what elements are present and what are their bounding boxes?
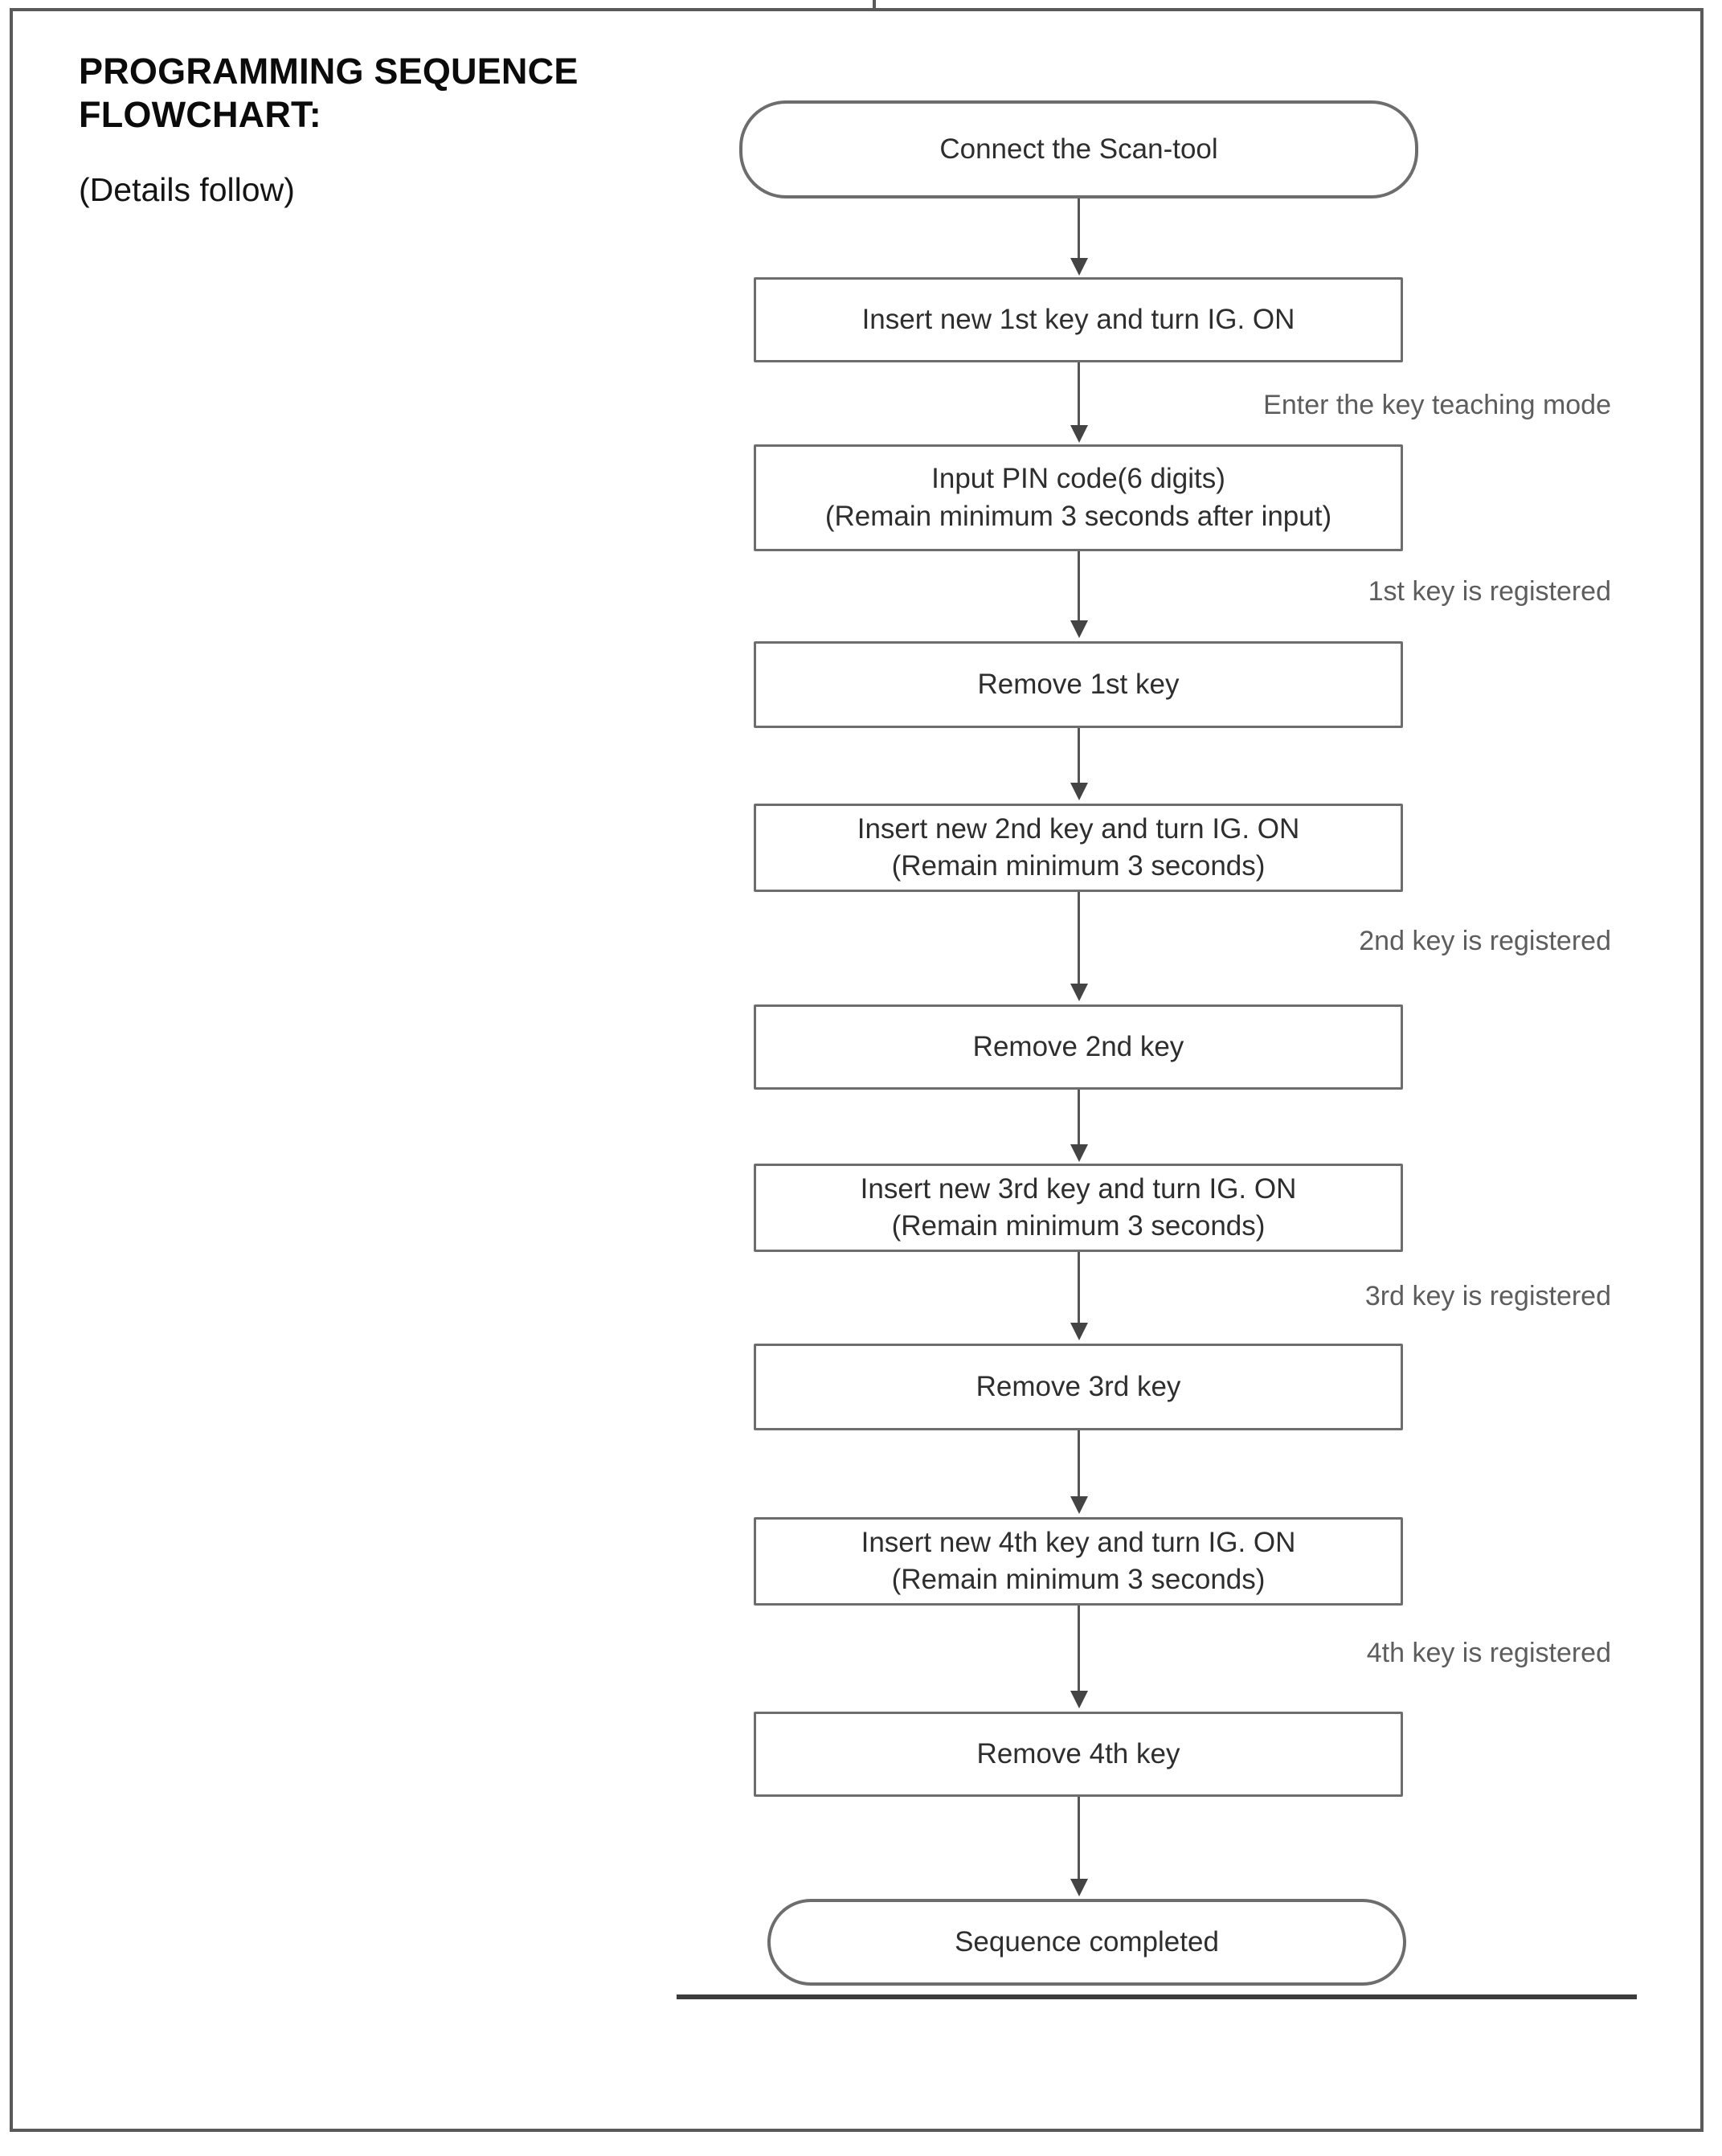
flow-node-remove-4th-key: Remove 4th key <box>754 1712 1403 1797</box>
flow-node-insert-4th-key: Insert new 4th key and turn IG. ON (Rema… <box>754 1517 1403 1606</box>
flow-node-label: Connect the Scan-tool <box>939 133 1218 165</box>
flow-arrowhead-n8-n9 <box>1070 1496 1088 1514</box>
page-subtitle: (Details follow) <box>79 171 295 208</box>
flow-node-insert-1st-key: Insert new 1st key and turn IG. ON <box>754 277 1403 362</box>
flow-connector-n7-n8 <box>1078 1252 1080 1326</box>
flow-node-insert-3rd-key: Insert new 3rd key and turn IG. ON (Rema… <box>754 1164 1403 1252</box>
flow-edge-label-4th-key-registered: 4th key is registered <box>1366 1638 1611 1668</box>
flow-connector-n3-n4 <box>1078 551 1080 624</box>
flow-arrowhead-n1-n2 <box>1070 258 1088 276</box>
flow-connector-n10-n11 <box>1078 1797 1080 1882</box>
flow-connector-n1-n2 <box>1078 198 1080 260</box>
bottom-divider-rule <box>677 1994 1637 1999</box>
flow-node-remove-2nd-key: Remove 2nd key <box>754 1004 1403 1090</box>
flow-edge-label-3rd-key-registered: 3rd key is registered <box>1364 1281 1611 1311</box>
flow-node-label: Remove 1st key <box>977 668 1180 700</box>
flow-arrowhead-n5-n6 <box>1070 984 1088 1001</box>
flow-arrowhead-n4-n5 <box>1070 783 1088 800</box>
flow-node-remove-3rd-key: Remove 3rd key <box>754 1344 1403 1430</box>
flow-arrowhead-n6-n7 <box>1070 1144 1088 1162</box>
flow-connector-n5-n6 <box>1078 892 1080 987</box>
flow-connector-n9-n10 <box>1078 1606 1080 1694</box>
flow-arrowhead-n10-n11 <box>1070 1879 1088 1896</box>
flow-connector-n4-n5 <box>1078 728 1080 784</box>
flow-node-label: Remove 2nd key <box>972 1030 1184 1062</box>
flow-node-label: Insert new 2nd key and turn IG. ON (Rema… <box>857 812 1300 882</box>
flow-arrowhead-n7-n8 <box>1070 1323 1088 1340</box>
flow-node-label: Remove 3rd key <box>976 1370 1181 1402</box>
flow-edge-label-2nd-key-registered: 2nd key is registered <box>1359 926 1611 956</box>
flow-connector-n2-n3 <box>1078 362 1080 428</box>
heading-block: PROGRAMMING SEQUENCE FLOWCHART: (Details… <box>79 50 657 210</box>
flow-connector-n8-n9 <box>1078 1430 1080 1498</box>
flow-node-connect-scan-tool: Connect the Scan-tool <box>739 100 1418 198</box>
flow-node-sequence-completed: Sequence completed <box>767 1899 1406 1986</box>
flow-edge-label-enter-key-teaching-mode: Enter the key teaching mode <box>1263 390 1611 420</box>
flow-node-insert-2nd-key: Insert new 2nd key and turn IG. ON (Rema… <box>754 804 1403 892</box>
flow-node-label: Insert new 4th key and turn IG. ON (Rema… <box>861 1526 1296 1595</box>
flow-node-label: Input PIN code(6 digits) (Remain minimum… <box>824 463 1332 532</box>
flow-arrowhead-n3-n4 <box>1070 620 1088 638</box>
flow-connector-n6-n7 <box>1078 1090 1080 1146</box>
page-border-frame <box>10 8 1704 2132</box>
flow-edge-label-1st-key-registered: 1st key is registered <box>1368 576 1611 607</box>
flow-node-input-pin-code: Input PIN code(6 digits) (Remain minimum… <box>754 444 1403 551</box>
flow-node-label: Insert new 1st key and turn IG. ON <box>861 303 1295 335</box>
page-top-tick-mark <box>873 0 876 11</box>
flow-node-label: Insert new 3rd key and turn IG. ON (Rema… <box>860 1172 1297 1242</box>
flow-arrowhead-n9-n10 <box>1070 1691 1088 1708</box>
flow-node-label: Sequence completed <box>955 1925 1219 1958</box>
flow-node-remove-1st-key: Remove 1st key <box>754 641 1403 728</box>
page-title: PROGRAMMING SEQUENCE FLOWCHART: <box>79 51 579 135</box>
flow-node-label: Remove 4th key <box>976 1737 1180 1769</box>
flow-arrowhead-n2-n3 <box>1070 425 1088 443</box>
